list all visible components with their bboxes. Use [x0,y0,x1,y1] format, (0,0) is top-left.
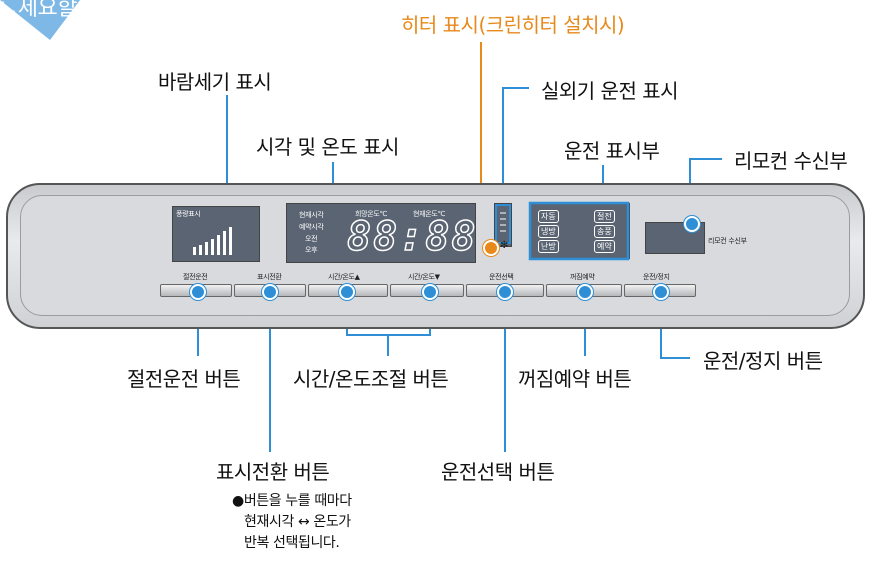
corner-title: ㄴ세요할 1 [0,0,97,21]
remote-label: 리모컨 수신부 [734,149,848,173]
display-button-dot [262,284,278,300]
btn-label-mode: 운전선택 [489,273,514,281]
time-temp-display: 현재시각 예약시각 오전 오후 희망온도℃ 현재온도℃ 88:88 [286,203,476,263]
mode-heat: 난방 [538,240,559,253]
time-down-button-dot [422,284,438,300]
remote-receiver [645,222,705,254]
btn-label-time-down: 시간/온도▼ [408,273,440,281]
corner-arrow-decoration [0,0,80,42]
offtimer-button-dot [577,284,593,300]
runstop-button-label: 운전/정지 버튼 [703,349,823,373]
note-line-3: 반복 선택됩니다. [244,535,340,551]
mode-button-dot [497,284,513,300]
btn-label-offtimer: 꺼짐예약 [570,273,595,281]
offtimer-button-label: 꺼짐예약 버튼 [518,367,632,391]
btn-label-runstop: 운전/정지 [643,273,670,281]
heater-indicator-dot [483,240,499,256]
digit-display: 88:88 [346,213,478,261]
outdoor-label: 실외기 운전 표시 [541,79,679,103]
run-display-label: 운전 표시부 [564,139,660,163]
btn-label-time-up: 시간/온도▲ [328,273,360,281]
mode-auto: 자동 [538,210,559,223]
mode-button-label: 운전선택 버튼 [441,460,555,484]
save-button-label: 절전운전 버튼 [127,367,241,391]
wind-display: 풍량표시 [172,206,260,262]
save-button-dot [190,284,206,300]
note-line-2: 현재시각 ↔ 온도가 [244,514,351,530]
wind-bars-icon [193,227,232,255]
timetemp-button-label: 시간/온도조절 버튼 [293,367,449,391]
btn-label-save: 절전운전 [183,273,208,281]
mode-fan: 송풍 [594,225,615,238]
runstop-button-dot [653,284,669,300]
btn-label-display: 표시전환 [257,273,282,281]
remote-receiver-dot [684,216,700,232]
time-temp-label: 시각 및 온도 표시 [256,135,399,159]
note-line-1: ●버튼을 누를 때마다 [232,493,352,509]
wind-label: 바람세기 표시 [158,70,272,94]
mode-reserve: 예약 [594,240,615,253]
heater-icon: ✻ [500,240,509,251]
mode-save: 절전 [594,210,615,223]
heater-label: 히터 표시(크린히터 설치시) [401,13,625,37]
time-up-button-dot [339,284,355,300]
display-button-label: 표시전환 버튼 [216,460,330,484]
mode-cool: 냉방 [538,225,559,238]
